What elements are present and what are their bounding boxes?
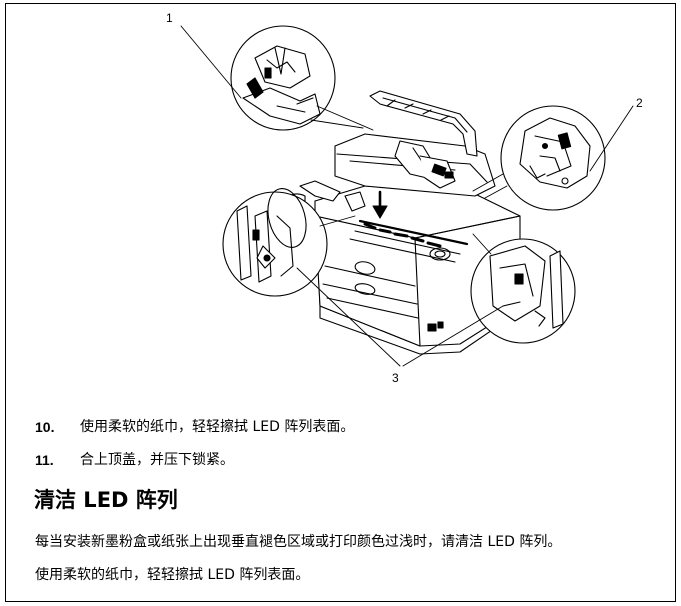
detail-circle-3-left [222,188,356,297]
open-top-cover [334,90,496,219]
step-number: 11. [35,452,54,468]
callout-leaders [180,25,634,367]
detail-circle-1 [230,25,374,131]
printer-illustration [180,25,634,367]
detail-circle-2 [472,105,606,211]
callout-3: 3 [392,371,399,385]
detail-circle-3-right [470,233,576,344]
paragraph-2: 使用柔软的纸巾，轻轻擦拭 LED 阵列表面。 [35,567,310,583]
page-frame [5,3,676,602]
printer-body [314,185,521,355]
callout-2: 2 [636,96,643,110]
step-text: 合上顶盖，并压下锁紧。 [80,452,234,468]
callout-1: 1 [166,11,173,25]
step-number: 10. [35,419,55,435]
section-heading: 清洁 LED 阵列 [34,488,178,512]
step-text: 使用柔软的纸巾，轻轻擦拭 LED 阵列表面。 [80,419,355,435]
paragraph-1: 每当安装新墨粉盒或纸张上出现垂直褪色区域或打印颜色过浅时，请清洁 LED 阵列。 [35,534,562,550]
